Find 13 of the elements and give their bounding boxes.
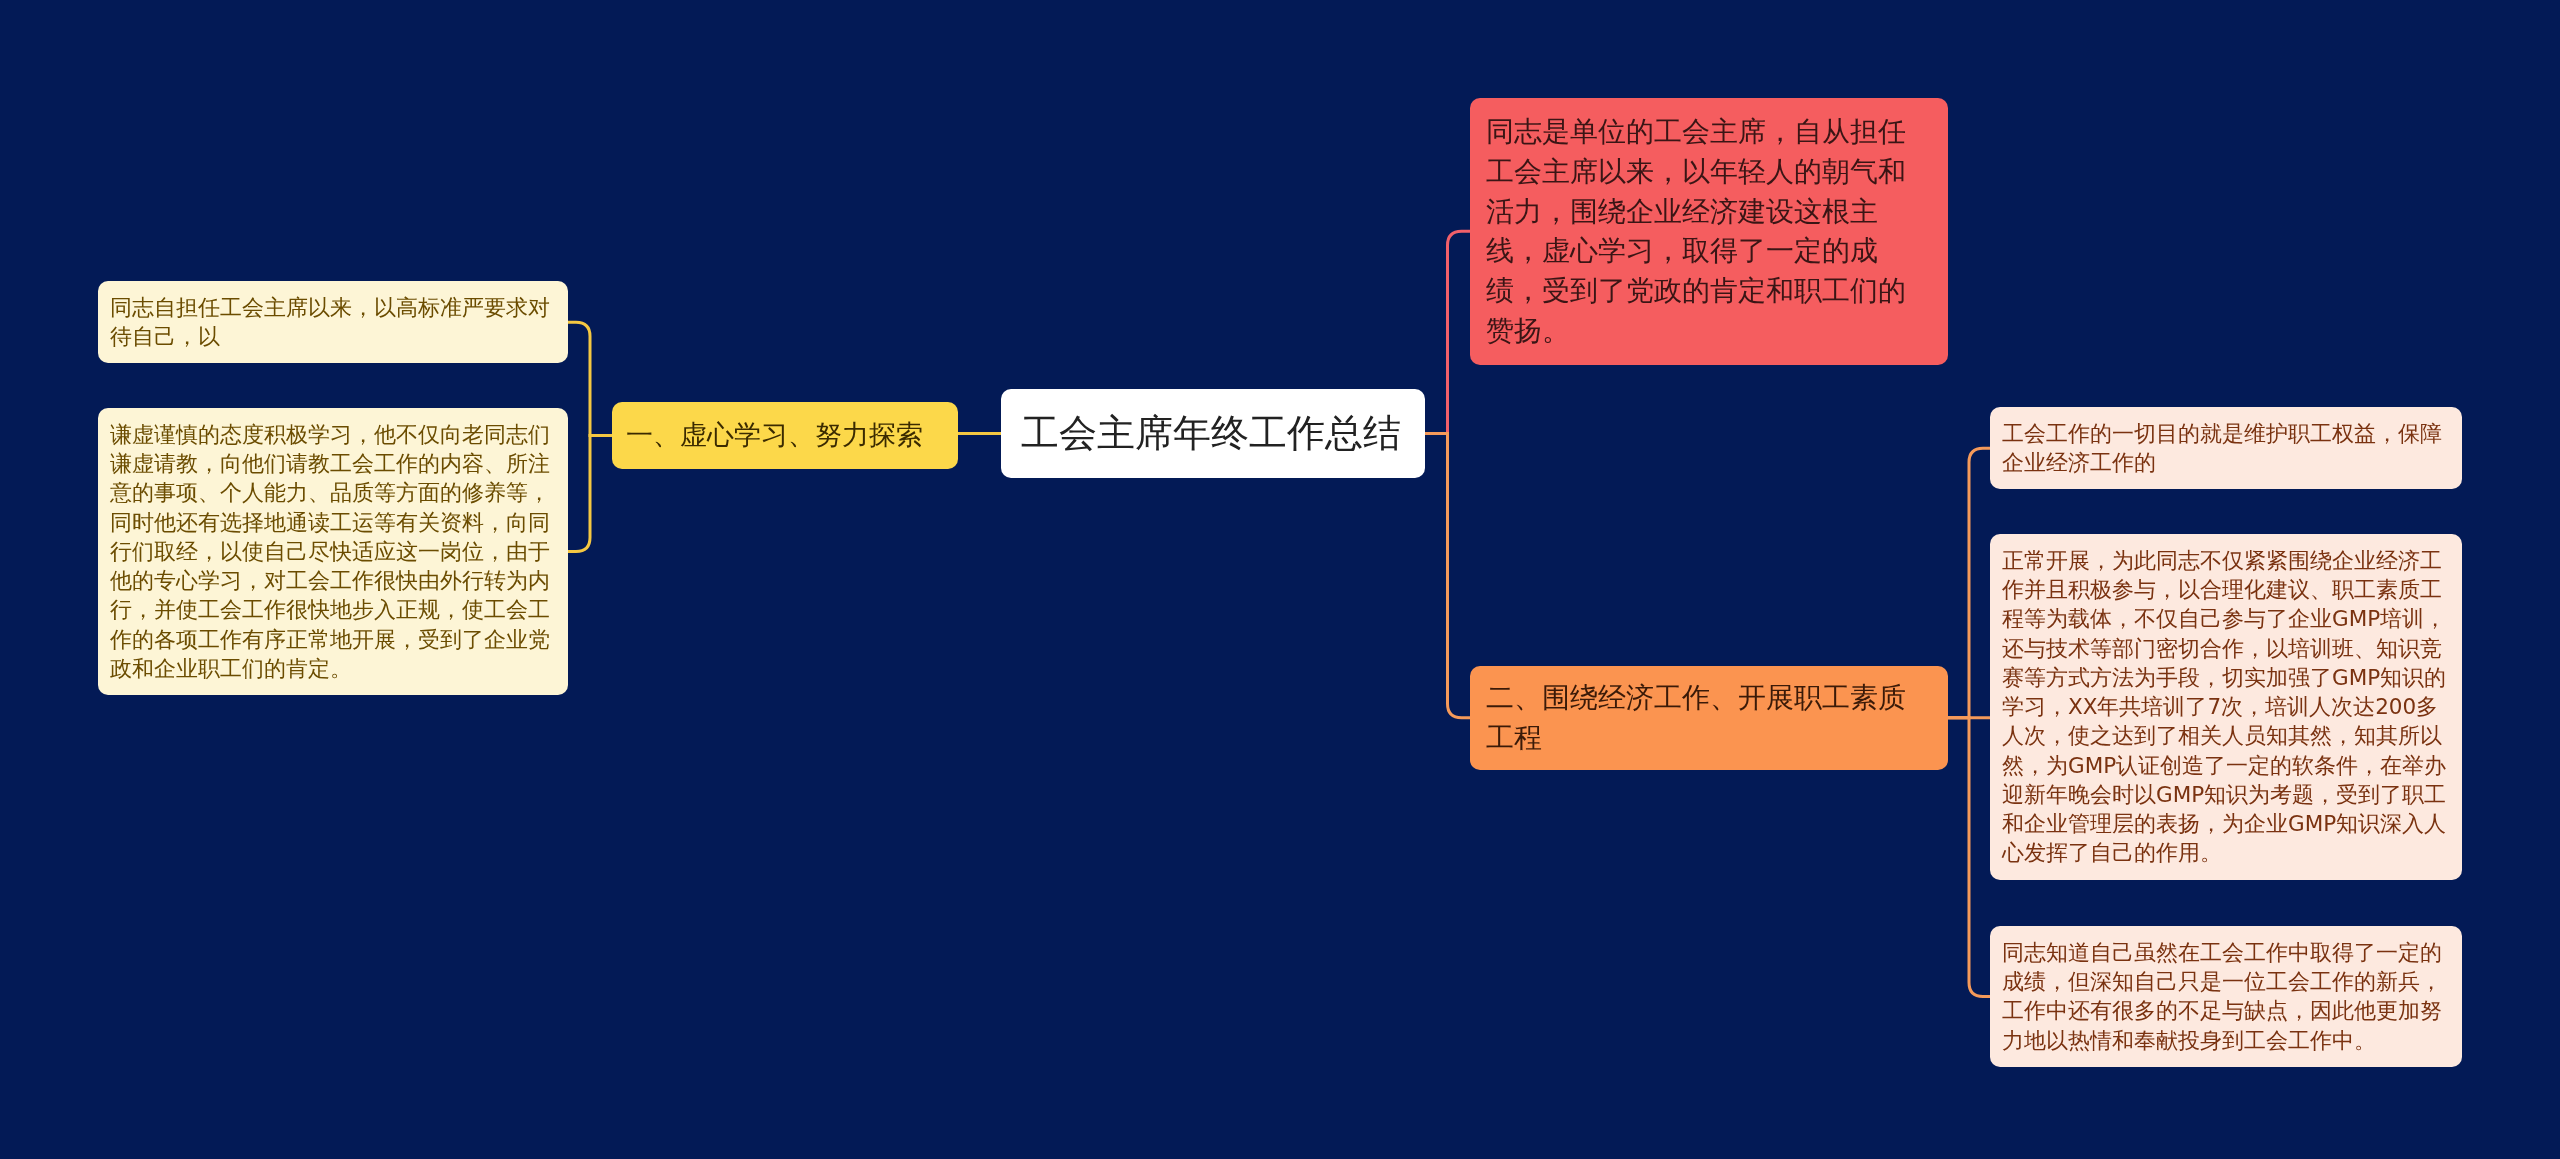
leaf-box: 正常开展，为此同志不仅紧紧围绕企业经济工作并且积极参与，以合理化建议、职工素质工程等为载体，不仅自己参与了企业GMP培训，还与技术等部门密切合作，以培训班、知识竞赛等方式方法为手段，切实加强了GMP知识的学习，XX年共培训了7次，培训人次达200多人次，使之达到了相关人员知其然，知其所以然，为GMP认证创造了一定的软条件，在举办迎新年晚会时以GMP知识为考题，受到了职工和企业管理层的表扬，为企业GMP知识深入人心发挥了自己的作用。 [1990, 534, 2462, 880]
leaf-box: 工会工作的一切目的就是维护职工权益，保障企业经济工作的 [1990, 407, 2462, 490]
connector-line [958, 432, 1001, 435]
connector-line [1948, 716, 1990, 998]
branch-box: 二、围绕经济工作、开展职工素质工程 [1470, 666, 1948, 770]
leaf-box: 同志自担任工会主席以来，以高标准严要求对待自己，以 [98, 281, 568, 364]
topic-box: 工会主席年终工作总结 [1001, 389, 1425, 478]
connector-line [1425, 432, 1470, 720]
leaf-box: 同志知道自己虽然在工会工作中取得了一定的成绩，但深知自己只是一位工会工作的新兵，工作中还有很多的不足与缺点，因此他更加努力地以热情和奉献投身到工会工作中。 [1990, 926, 2462, 1067]
connector-line [568, 434, 612, 554]
branch-box: 同志是单位的工会主席，自从担任工会主席以来，以年轻人的朝气和活力，围绕企业经济建设这根主线，虚心学习，取得了一定的成绩，受到了党政的肯定和职工们的赞扬。 [1470, 98, 1948, 365]
leaf-box: 谦虚谨慎的态度积极学习，他不仅向老同志们谦虚请教，向他们请教工会工作的内容、所注意的事项、个人能力、品质等方面的修养等，同时他还有选择地通读工运等有关资料，向同行们取经，以使自己尽快适应这一岗位，由于他的专心学习，对工会工作很快由外行转为内行，并使工会工作很快地步入正规，使工会工作的各项工作有序正常地开展，受到了企业党政和企业职工们的肯定。 [98, 408, 568, 696]
branch-box: 一、虚心学习、努力探索 [612, 402, 958, 469]
